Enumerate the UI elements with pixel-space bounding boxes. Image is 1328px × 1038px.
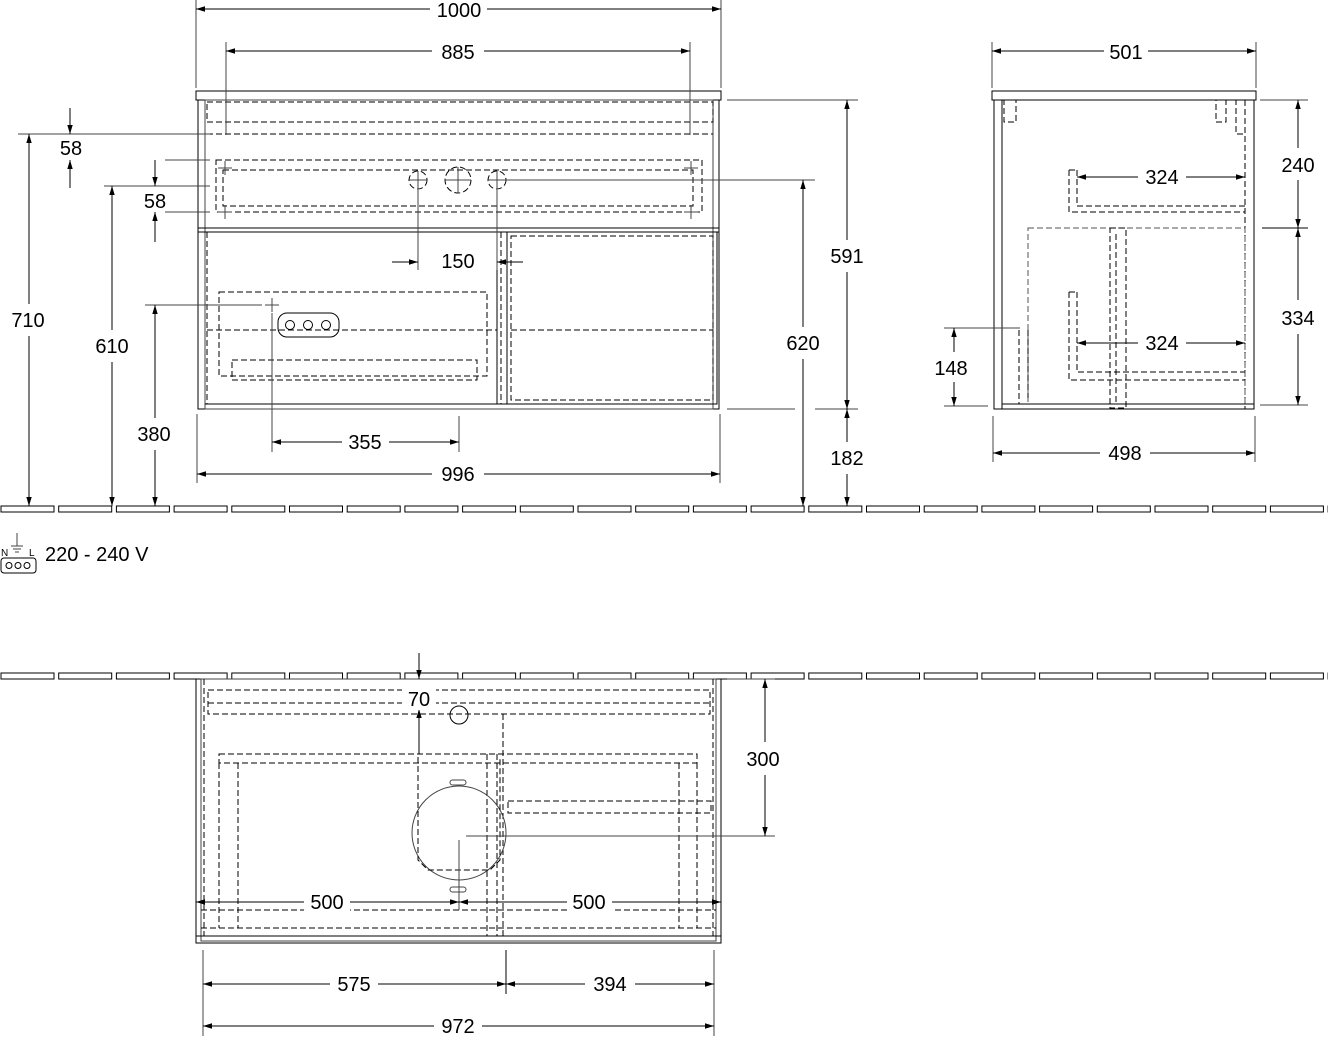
floor-line-plan: [0, 672, 1328, 680]
dim-socket-height: 148: [934, 358, 967, 380]
front-view: 1000 885 591 182 620 710 610 380 58 58 1…: [11, 0, 864, 506]
dim-depth-58-bottom: 58: [144, 191, 166, 213]
dim-tap-spacing: 150: [441, 251, 474, 273]
dim-inner-width: 972: [441, 1016, 474, 1038]
dim-lower-drawer-depth: 324: [1145, 333, 1178, 355]
dim-plinth-height: 182: [830, 448, 863, 470]
electrical-legend: N L 220 - 240 V: [0, 533, 149, 574]
tap-right-icon: [487, 170, 507, 190]
front-right-door: [506, 231, 718, 405]
dim-width-total: 1000: [437, 0, 482, 22]
dim-depth-58-top: 58: [60, 138, 82, 160]
dim-lower-drawer-height: 334: [1281, 308, 1314, 330]
dim-height-610: 610: [95, 336, 128, 358]
dim-drain-depth: 300: [746, 749, 779, 771]
terminal-l-label: L: [29, 548, 35, 559]
front-lower-drawer: [218, 291, 488, 377]
dim-height-710: 710: [11, 310, 44, 332]
dim-height-620: 620: [786, 333, 819, 355]
mount-markers: [218, 161, 698, 312]
dim-width-inner: 885: [441, 42, 474, 64]
side-cabinet-body: [993, 99, 1255, 410]
side-countertop: [991, 90, 1257, 101]
dim-socket-offset: 355: [348, 432, 381, 454]
front-upper-drawer: [215, 159, 703, 213]
dim-wall-offset: 70: [408, 689, 430, 711]
dim-left-width: 575: [337, 974, 370, 996]
floor-line-front: [0, 505, 1328, 513]
dim-left-center: 500: [310, 892, 343, 914]
dim-upper-drawer-depth: 324: [1145, 167, 1178, 189]
dim-right-width: 394: [593, 974, 626, 996]
tap-left-icon: [408, 170, 428, 190]
dim-upper-drawer-height: 240: [1281, 155, 1314, 177]
dim-depth-bottom: 498: [1108, 443, 1141, 465]
front-top-rail: [206, 101, 714, 123]
front-countertop: [195, 90, 722, 101]
voltage-label: 220 - 240 V: [45, 544, 149, 566]
socket-icon: [277, 312, 340, 338]
tap-center-icon: [444, 166, 472, 194]
dim-height-right: 591: [830, 246, 863, 268]
dim-depth-top: 501: [1109, 42, 1142, 64]
ground-terminal-icon: N L: [0, 533, 37, 574]
side-view: 501 240 334 324 324 148 498: [934, 42, 1315, 465]
plan-view: 70 300 500 500 575 394 972: [195, 653, 780, 1038]
dim-right-center: 500: [572, 892, 605, 914]
terminal-n-label: N: [1, 548, 8, 559]
dim-height-380: 380: [137, 424, 170, 446]
dim-width-bottom: 996: [441, 464, 474, 486]
